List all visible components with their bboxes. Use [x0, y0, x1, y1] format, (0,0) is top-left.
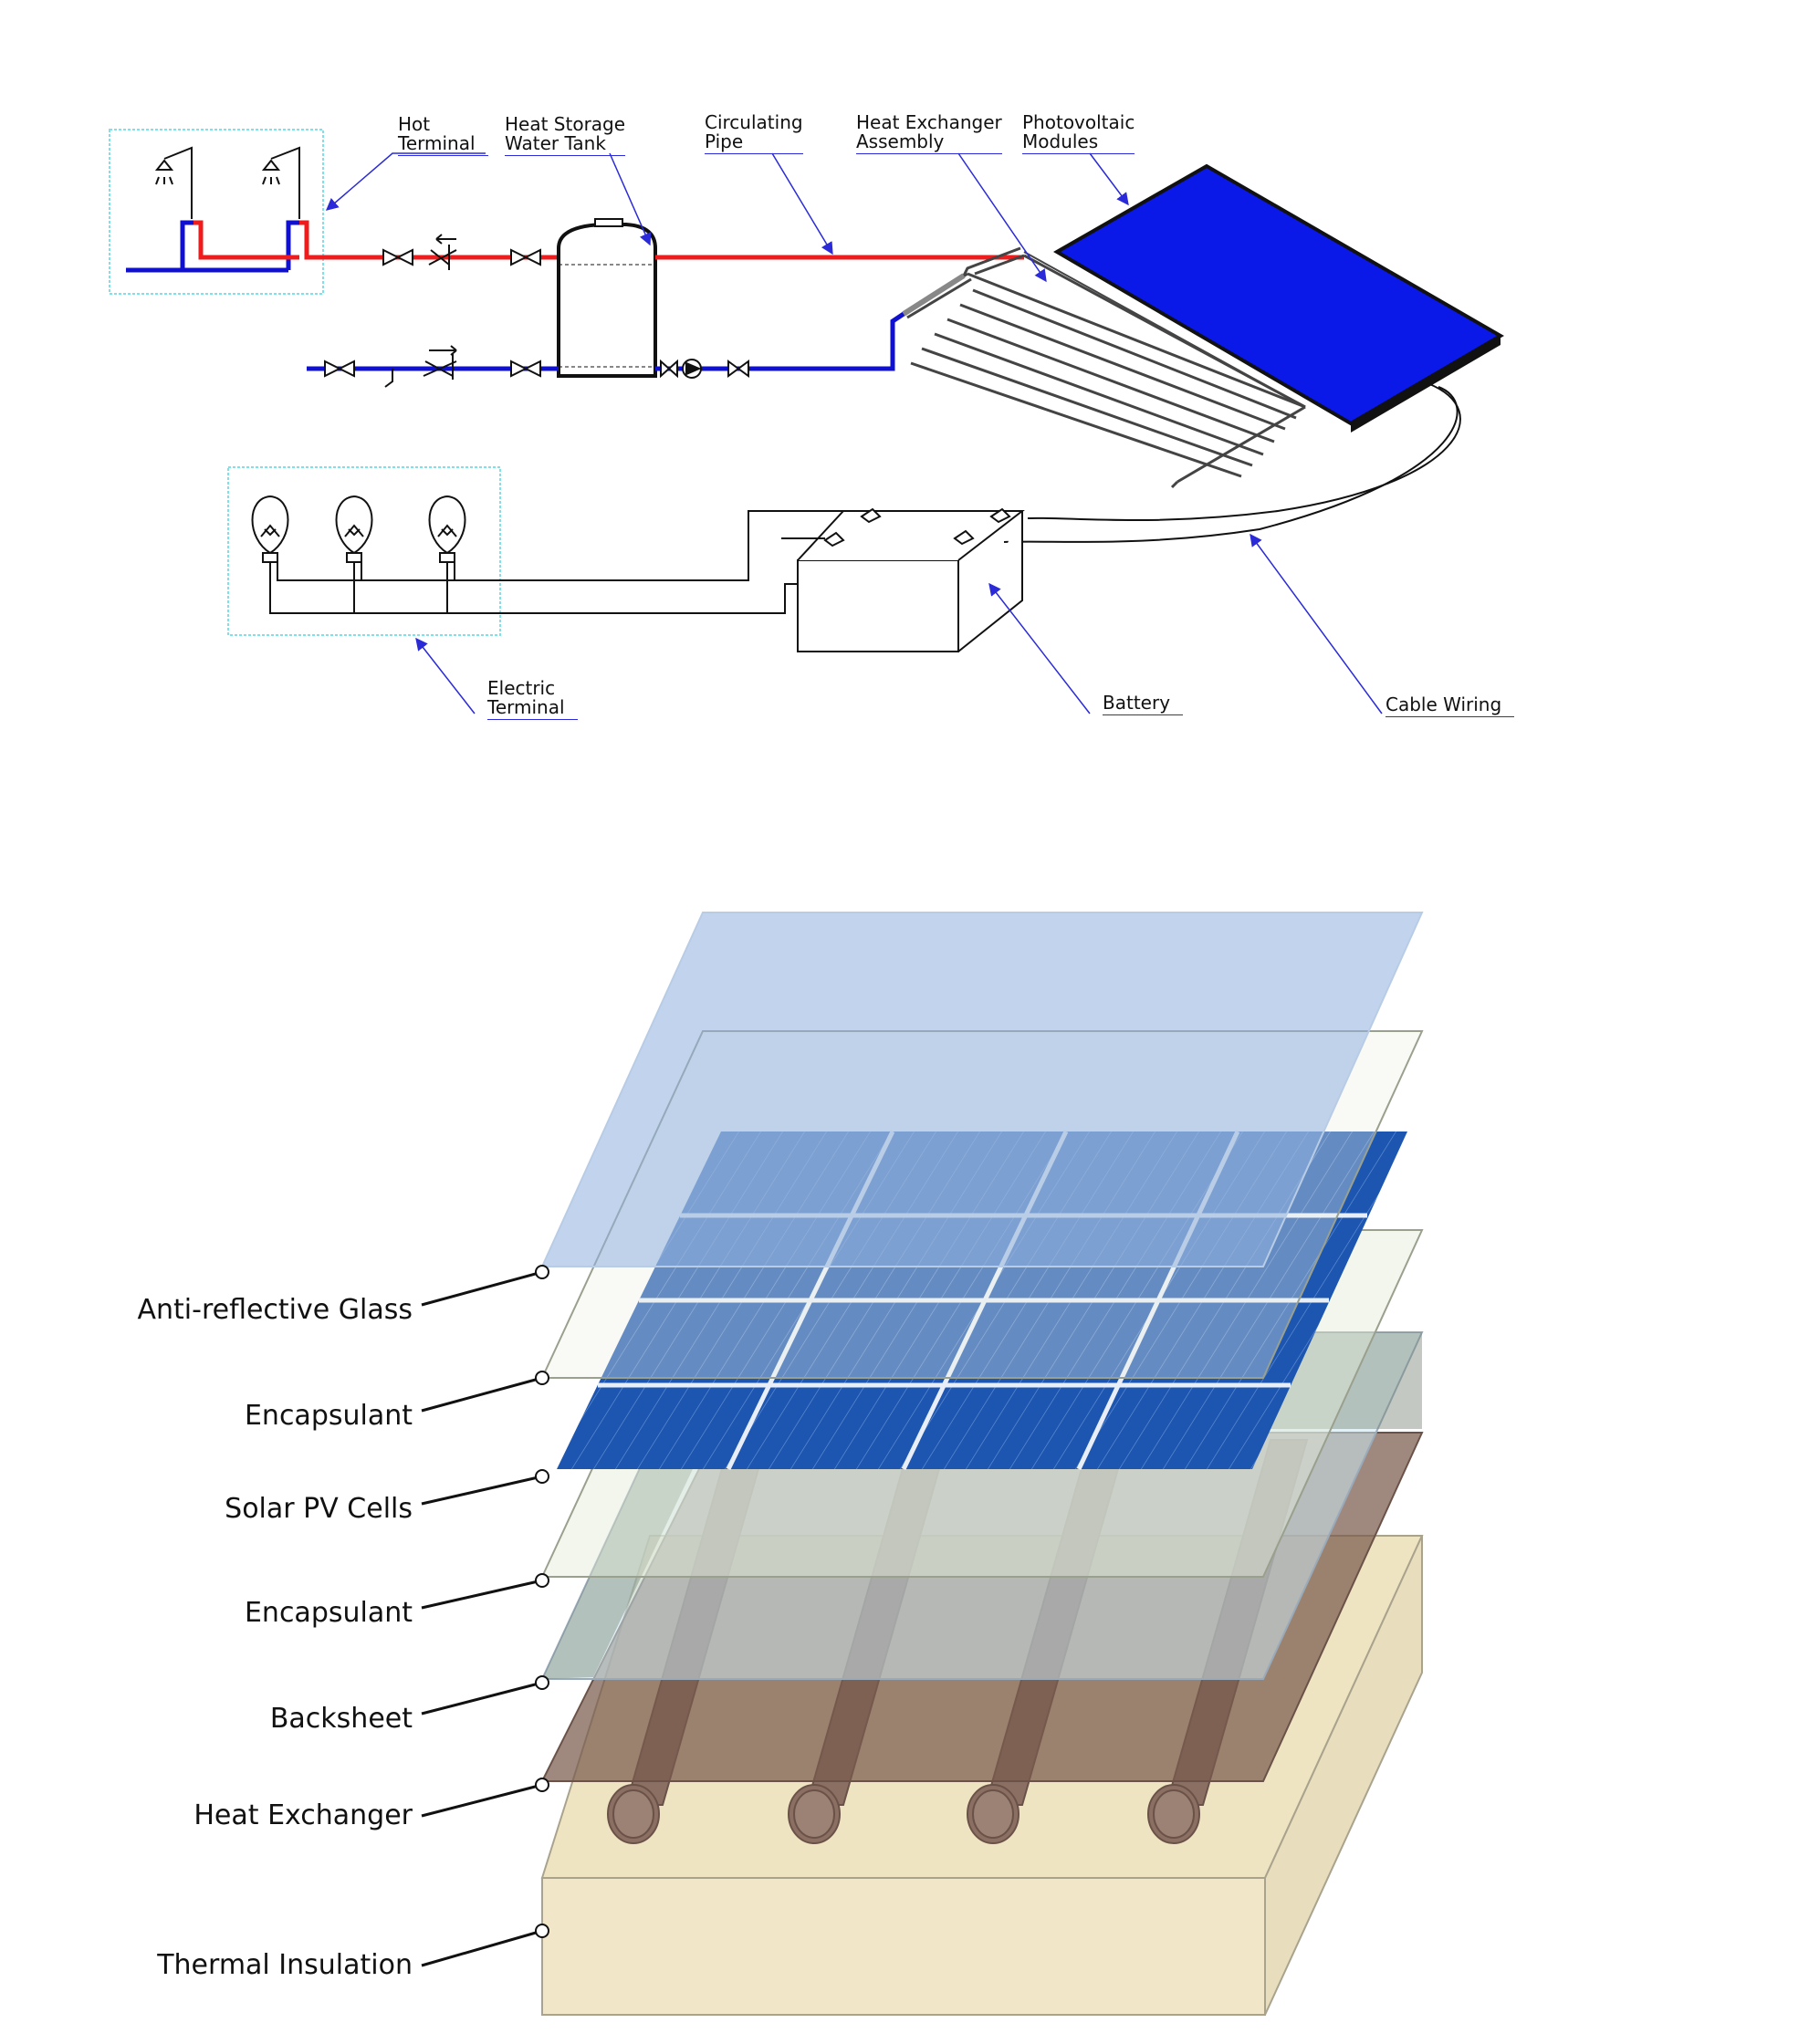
hot-terminal-pipes — [126, 220, 566, 273]
layer-label-heat-exchanger: Heat Exchanger — [193, 1799, 413, 1831]
layer-label-thermal-insulation: Thermal Insulation — [157, 1949, 413, 1981]
shower-head-icon — [154, 146, 300, 219]
system-diagram — [109, 129, 1504, 714]
heat-storage-tank — [557, 218, 657, 378]
callout-photovoltaic-modules: Photovoltaic Modules — [1022, 111, 1135, 154]
layer-label-solar-pv-cells: Solar PV Cells — [225, 1493, 413, 1525]
anti-reflective-glass-layer — [540, 912, 1424, 1267]
callout-hot-terminal: Hot Terminal — [398, 115, 488, 156]
layer-label-encapsulant-lower: Encapsulant — [244, 1597, 413, 1629]
heat-exchanger-assembly — [902, 246, 1306, 489]
layer-label-anti-reflective-glass: Anti-reflective Glass — [137, 1294, 413, 1326]
light-bulb-icon — [251, 495, 466, 563]
callout-leaders — [325, 152, 1383, 714]
callout-electric-terminal: Electric Terminal — [487, 679, 578, 720]
callout-battery: Battery — [1103, 694, 1184, 715]
callout-cable-wiring: Cable Wiring — [1386, 695, 1515, 717]
layer-label-backsheet: Backsheet — [269, 1703, 413, 1735]
callout-heat-storage-tank: Heat Storage Water Tank — [505, 113, 626, 156]
battery — [797, 507, 1025, 652]
cable-wiring — [1003, 382, 1461, 543]
electric-wiring — [269, 510, 862, 614]
hot-terminal-box — [109, 129, 324, 295]
valve-icon — [382, 234, 541, 270]
callout-circulating-pipe: Circulating Pipe — [705, 111, 803, 154]
photovoltaic-module — [1053, 163, 1504, 433]
electric-terminal-box — [227, 466, 501, 636]
callout-heat-exchanger-assembly: Heat Exchanger Assembly — [856, 111, 1002, 154]
layer-diagram — [421, 912, 1424, 2016]
layer-leaders — [421, 1265, 549, 1967]
layer-label-encapsulant-upper: Encapsulant — [244, 1400, 413, 1432]
cold-return-line — [307, 311, 905, 388]
